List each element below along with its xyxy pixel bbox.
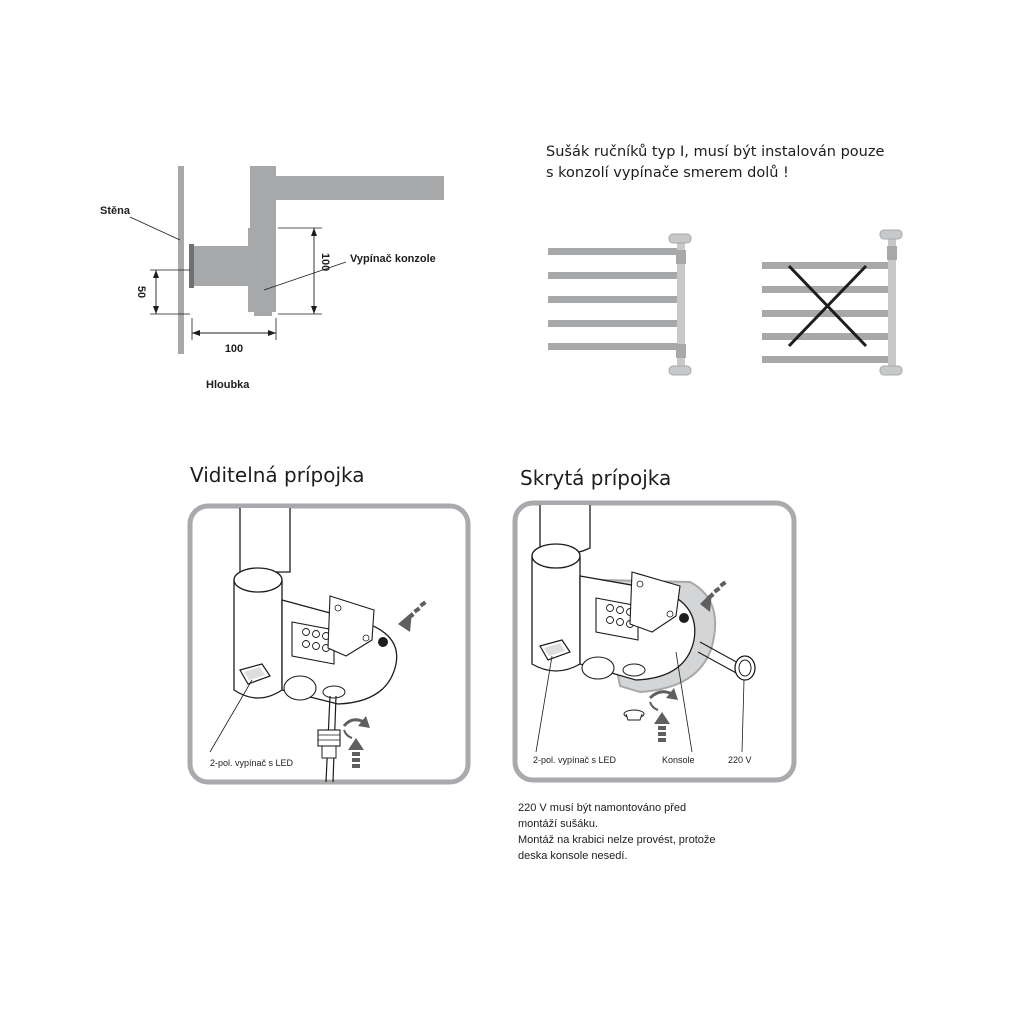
label-vypinac-konzole: Vypínač konzole <box>350 253 436 265</box>
arrow-up-icon <box>348 738 364 768</box>
footnote-line-2: montáží sušáku. <box>518 818 598 830</box>
warning-line-1: Sušák ručníků typ I, musí být instalován… <box>546 144 884 160</box>
horizontal-bar <box>276 176 444 200</box>
panel-hidden-title: Skrytá prípojka <box>520 466 671 490</box>
rail-wrong-orientation <box>762 229 903 376</box>
arrow-up-icon <box>654 712 670 742</box>
console-foot <box>254 308 272 316</box>
side-view-diagram: 100 50 100 Stěna Vypínač konzole Hloubka <box>100 166 444 391</box>
dim-label-height-100: 100 <box>319 253 331 271</box>
screw-cap-icon <box>623 709 645 721</box>
panel-hidden-voltage-label: 220 V <box>728 755 752 765</box>
dim-label-width-100: 100 <box>225 343 243 355</box>
dim-label-50: 50 <box>135 286 147 298</box>
cable-gland-icon <box>317 729 341 747</box>
vertical-tube <box>250 166 276 228</box>
footnote-line-1: 220 V musí být namontováno před <box>518 802 686 814</box>
console-arm <box>194 246 258 286</box>
wall-plate <box>189 244 194 288</box>
panel-visible-switch-label: 2-pol. vypínač s LED <box>210 758 294 768</box>
panel-hidden: 2-pol. vypínač s LED Konsole 220 V <box>512 500 797 783</box>
rotate-arrow-icon <box>342 716 370 739</box>
wall <box>178 166 184 354</box>
label-hloubka: Hloubka <box>206 379 250 391</box>
arrow-insert-icon <box>398 600 427 632</box>
label-stena: Stěna <box>100 205 131 217</box>
switch-icon <box>239 663 271 685</box>
footnote: 220 V musí být namontováno před montáží … <box>518 802 716 862</box>
rail-correct-orientation <box>548 233 692 376</box>
footnote-line-3: Montáž na krabici nelze provést, protože <box>518 834 716 846</box>
footnote-line-4: deska konsole nesedí. <box>518 850 627 862</box>
switch-icon <box>539 639 571 661</box>
rotate-arrow-icon <box>648 688 678 711</box>
console-box <box>248 228 276 312</box>
panel-hidden-switch-label: 2-pol. vypínač s LED <box>533 755 617 765</box>
panel-hidden-konsole-label: Konsole <box>662 755 695 765</box>
panel-visible: 2-pol. vypínač s LED <box>187 503 471 785</box>
panel-visible-title: Viditelná prípojka <box>190 463 365 487</box>
arrow-insert-icon <box>700 580 727 612</box>
warning-line-2: s konzolí vypínače smerem dolů ! <box>546 165 789 181</box>
